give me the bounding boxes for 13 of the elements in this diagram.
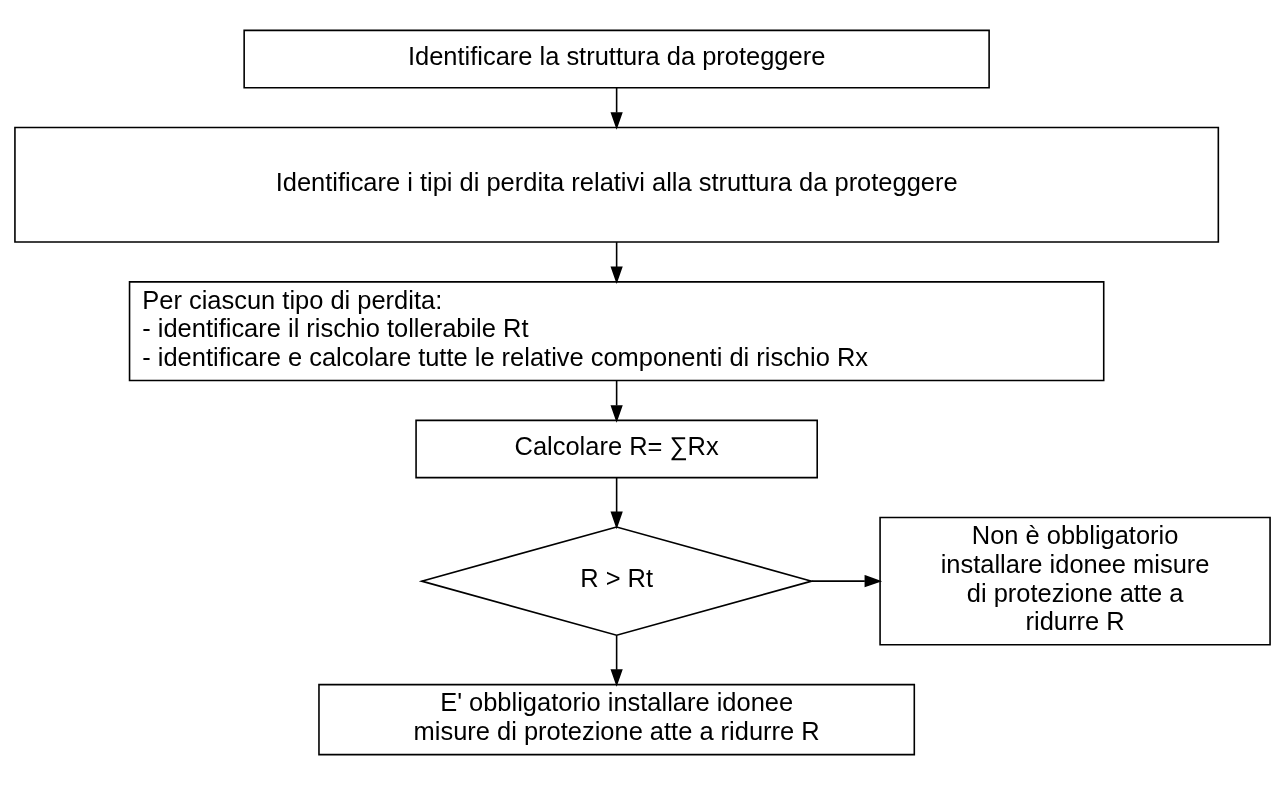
node-box: Identificare la struttura da proteggere [243,29,990,89]
node-box: Calcolare R= ∑Rx [415,419,818,479]
arrow [610,477,623,530]
node-box: Non è obbligatorio installare idonee misure di protezione atte a ridurre R [879,516,1271,646]
node-box: Per ciascun tipo di perdita: - identificare il rischio tollerabile Rt - identificare e calcolare tutte le relative componenti di rischio Rx [128,281,1105,382]
arrow [610,241,623,285]
arrow [610,87,623,130]
node-diamond: R > Rt [418,526,815,637]
arrow [811,575,883,588]
node-box: E' obbligatorio installare idonee misure di protezione atte a ridurre R [318,683,916,756]
node-box: Identificare i tipi di perdita relativi alla struttura da proteggere [14,126,1220,243]
arrow [610,634,623,687]
arrow [610,379,623,423]
